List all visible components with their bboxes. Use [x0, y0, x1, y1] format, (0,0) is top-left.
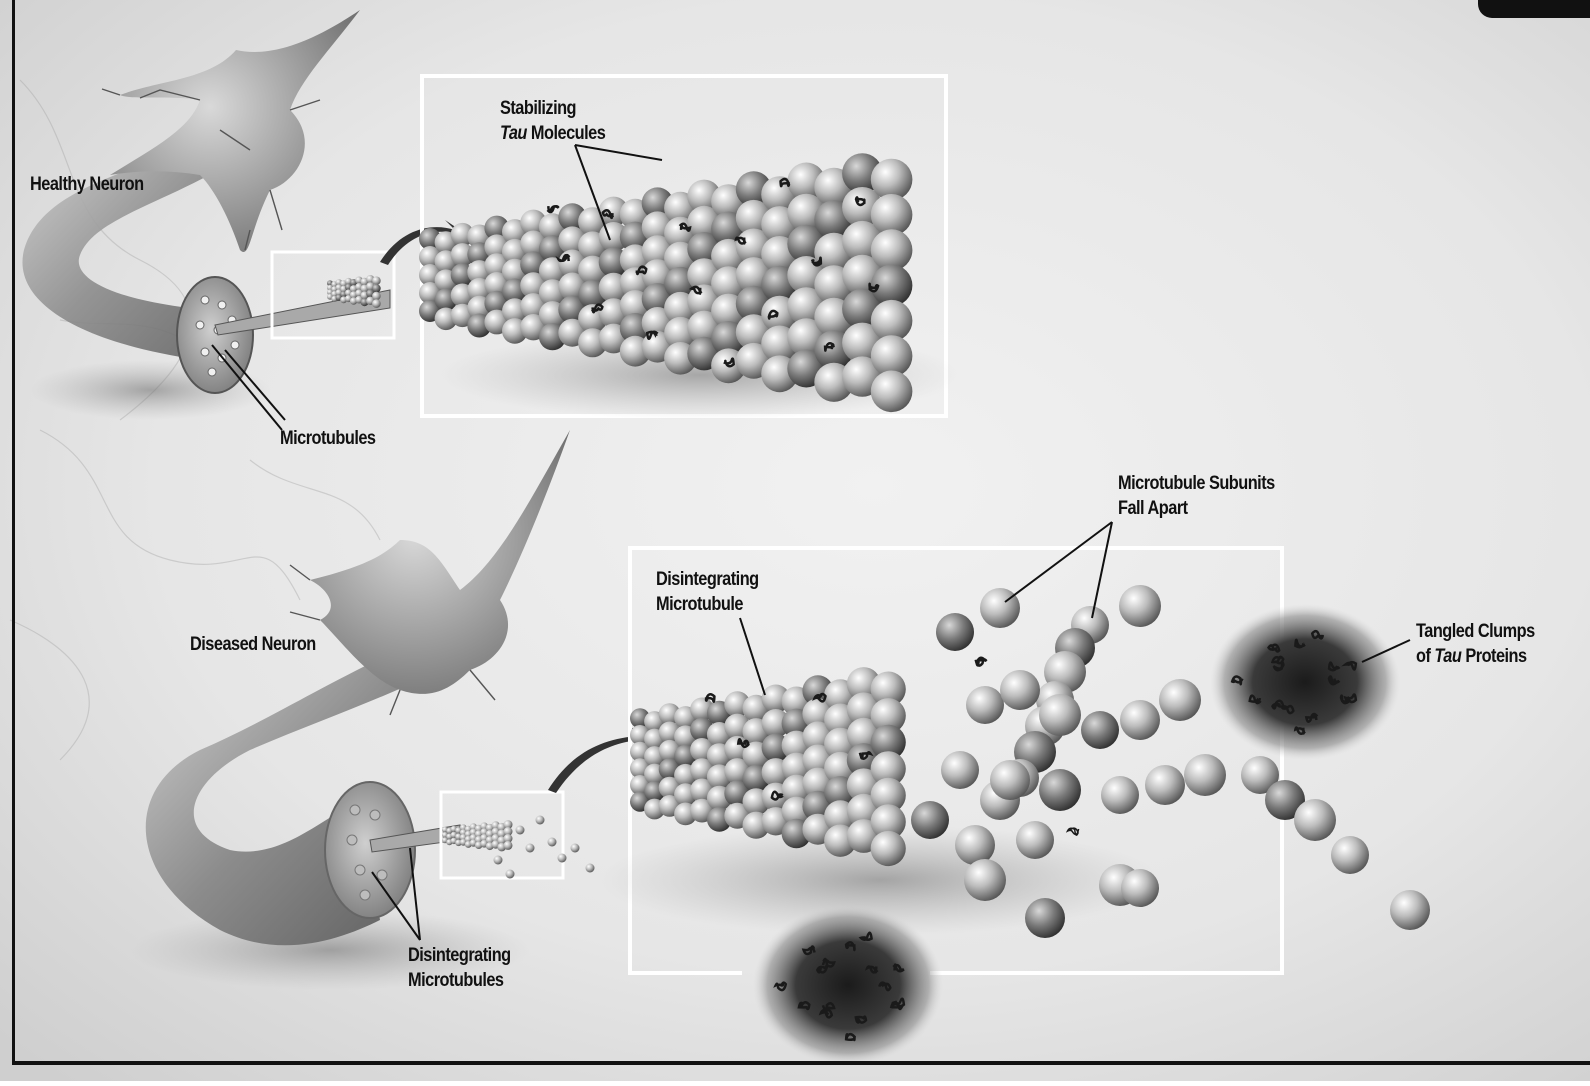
diseased-neuron-text: Diseased Neuron [190, 634, 316, 655]
label-diseased-neuron: Diseased Neuron [190, 632, 316, 657]
tau-italic-2: Tau [1434, 646, 1461, 667]
molecules-text: Molecules [527, 123, 605, 144]
disintegrating-pl-line1: Disintegrating [408, 945, 511, 966]
label-tangled-clumps: Tangled Clumps of Tau Proteins [1416, 619, 1535, 669]
subunits-line2: Fall Apart [1118, 498, 1188, 519]
label-healthy-neuron: Healthy Neuron [30, 172, 144, 197]
stabilizing-line1: Stabilizing [500, 98, 576, 119]
corner-tab [1478, 0, 1590, 18]
label-microtubules: Microtubules [280, 426, 375, 451]
figure-frame [12, 0, 1590, 1065]
tangled-line1: Tangled Clumps [1416, 621, 1535, 642]
label-disintegrating-microtubule: Disintegrating Microtubule [656, 567, 759, 617]
label-stabilizing-tau: Stabilizing Tau Molecules [500, 96, 605, 146]
tangled-pre: of [1416, 646, 1434, 667]
microtubules-text: Microtubules [280, 428, 375, 449]
label-subunits-fall-apart: Microtubule Subunits Fall Apart [1118, 471, 1275, 521]
subunits-line1: Microtubule Subunits [1118, 473, 1275, 494]
healthy-neuron-text: Healthy Neuron [30, 174, 144, 195]
disintegrating-line1: Disintegrating [656, 569, 759, 590]
tau-italic-1: Tau [500, 123, 527, 144]
label-disintegrating-microtubules: Disintegrating Microtubules [408, 943, 511, 993]
disintegrating-pl-line2: Microtubules [408, 970, 503, 991]
proteins-text: Proteins [1461, 646, 1526, 667]
disintegrating-line2: Microtubule [656, 594, 743, 615]
